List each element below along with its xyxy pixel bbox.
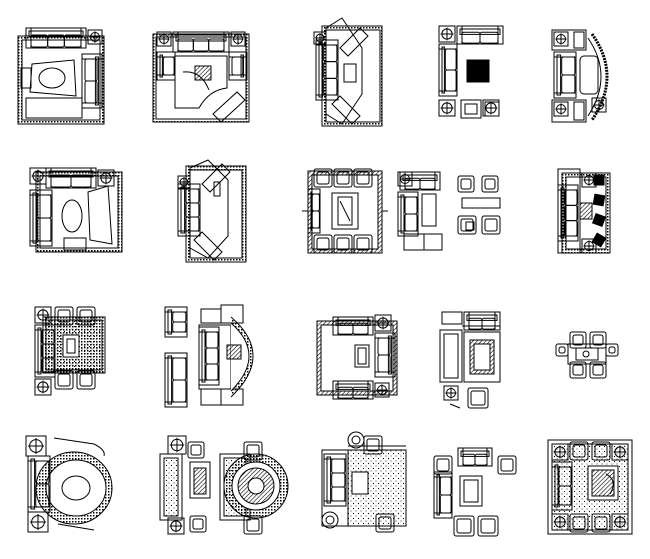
furniture-block-sofa-rug-dotted [34,306,106,396]
furniture-block-sofa-chairs-table [433,447,517,537]
furniture-block-sofa-plants [321,431,407,533]
furniture-block-facing-sofas [438,25,504,119]
furniture-block-u-sofa-set [302,168,388,254]
furniture-block-u-sofa-set [316,314,398,400]
furniture-block-corner-sofa-curved [152,31,250,123]
furniture-block-curved-sofa [551,29,609,123]
furniture-block-angled-sofa [313,17,383,127]
furniture-block-sofa-plants-rug [547,439,633,535]
furniture-block-rug-sofa-set [29,167,123,253]
furniture-block-dining-set-small [555,331,619,379]
furniture-block-sofa-set-pair [397,171,501,251]
furniture-block-angled-sofa [177,159,247,263]
furniture-block-rug-sofa-set [17,27,105,125]
furniture-block-round-rug-sofa [25,435,113,533]
furniture-block-sofa-set-compact [439,311,501,409]
furniture-block-sofa-round-rug [159,435,289,535]
furniture-block-sofa-arc-rug [164,304,254,408]
furniture-block-sofa-set-chairs [557,168,611,254]
